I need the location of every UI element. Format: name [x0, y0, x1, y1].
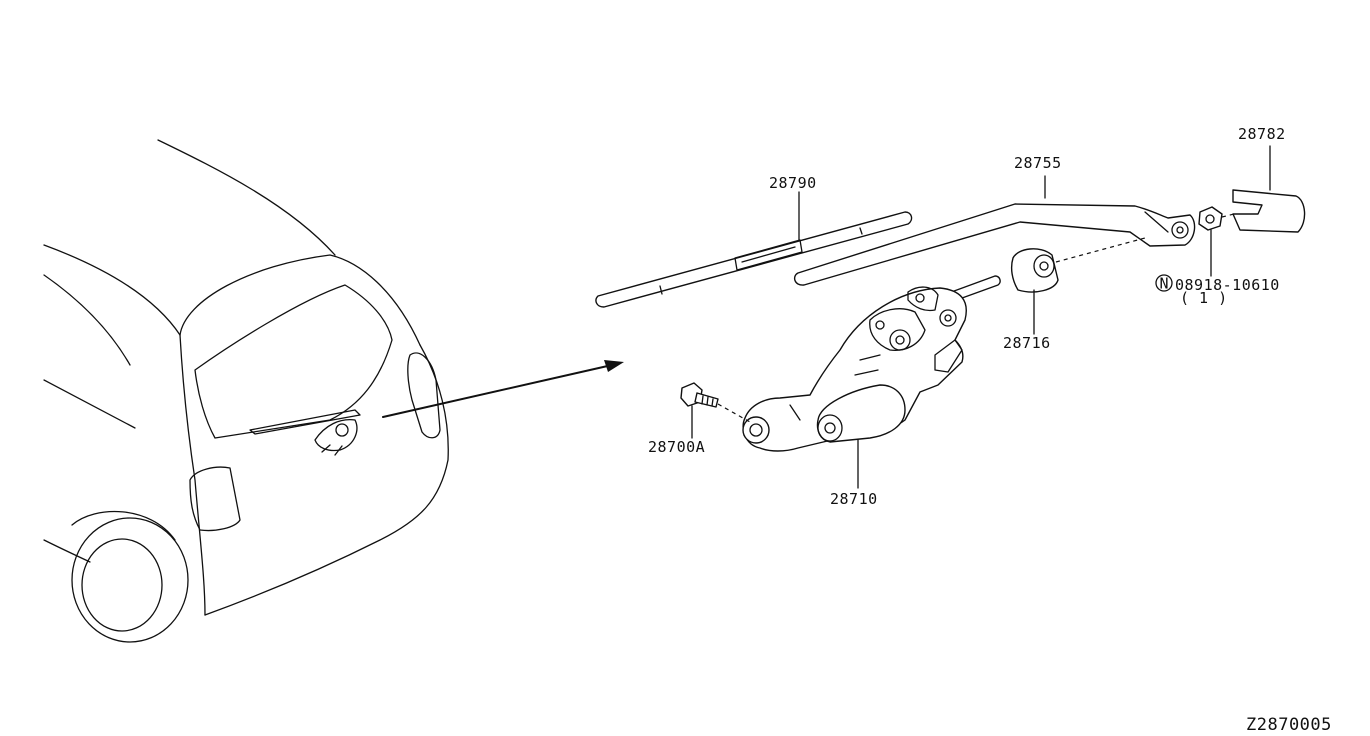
- dash-seal-arm: [1055, 237, 1146, 263]
- label-nut-qty: ( 1 ): [1180, 289, 1228, 307]
- label-cap: 28782: [1238, 125, 1286, 143]
- nut-marker-circle: [1155, 274, 1173, 292]
- dash-bolt-motor: [717, 403, 751, 423]
- label-blade: 28790: [769, 174, 817, 192]
- label-nut: 08918-10610: [1175, 276, 1280, 294]
- label-bolt: 28700A: [648, 438, 705, 456]
- dash-nut-cap: [1221, 213, 1235, 218]
- nut-part: [1198, 206, 1223, 231]
- label-motor: 28710: [830, 490, 878, 508]
- diagram-code: Z2870005: [1246, 715, 1332, 735]
- vehicle-illustration: [43, 139, 449, 643]
- pivot-seal-part: [1010, 248, 1059, 293]
- label-nut-marker: N: [1160, 275, 1170, 293]
- bolt-part: [680, 382, 719, 408]
- wiper-blade-part: [595, 211, 913, 308]
- wiper-arm-part: [793, 203, 1196, 286]
- pivot-cap-part: [1232, 189, 1306, 233]
- detail-arrow: [382, 360, 624, 418]
- label-arm: 28755: [1014, 154, 1062, 172]
- label-pivot-seal: 28716: [1003, 334, 1051, 352]
- wiper-motor-part: [742, 275, 1001, 452]
